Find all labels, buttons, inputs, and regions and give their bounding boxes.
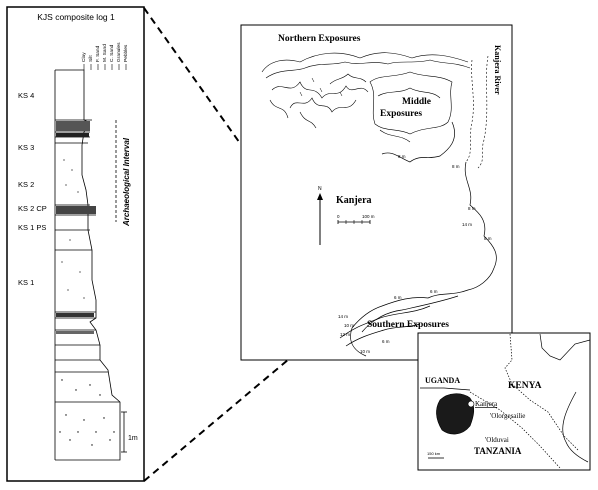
contour-label-6m-c: 6 m bbox=[382, 339, 390, 344]
inset-label-kenya: KENYA bbox=[508, 381, 542, 391]
kanjera-location-marker bbox=[467, 400, 475, 408]
grain-label-granules: Granules bbox=[116, 42, 122, 62]
contour-label-8m-c: 8 m bbox=[468, 206, 476, 211]
unit-label-ks4: KS 4 bbox=[18, 91, 34, 100]
grain-label-pebbles: Pebbles bbox=[123, 44, 129, 62]
interval-label: Archaeological Interval bbox=[122, 137, 131, 227]
regional-inset-map: UGANDA KENYA Kanjera 'Olorgesailie 'Oldu… bbox=[417, 332, 591, 471]
site-map-panel: Northern Exposures Middle Exposures Kanj… bbox=[240, 24, 513, 361]
north-label: N bbox=[318, 186, 322, 192]
log-title: KJS composite log 1 bbox=[37, 12, 115, 22]
connector-line-lower bbox=[143, 305, 353, 482]
grain-label-medium-sand: M. Sand bbox=[102, 44, 108, 62]
inset-scale-label: 150 km bbox=[427, 451, 441, 456]
contour-labels: 8 m 8 m 8 m 14 m 8 m 6 m 6 m 14 m 10 m 1… bbox=[338, 154, 492, 354]
grain-label-silt: Silt bbox=[88, 55, 94, 62]
grain-label-coarse-sand: C. Sand bbox=[109, 44, 115, 62]
grain-size-header: Clay Silt F. Sand M. Sand C. Sand Granul… bbox=[81, 42, 129, 70]
basin-outline bbox=[339, 121, 497, 357]
grain-label-clay: Clay bbox=[81, 52, 87, 62]
middle-exposure-contours bbox=[369, 55, 489, 169]
contour-label-6m-b: 6 m bbox=[430, 289, 438, 294]
unit-label-ks2-cp: KS 2 CP bbox=[18, 204, 47, 213]
label-southern-exposures: Southern Exposures bbox=[367, 320, 449, 330]
unit-label-ks1-ps: KS 1 PS bbox=[18, 223, 46, 232]
inset-label-olduvai: 'Olduvai bbox=[485, 436, 509, 444]
label-middle-line1: Middle bbox=[402, 97, 431, 107]
contour-label-10m-b: 10 m bbox=[360, 349, 370, 354]
site-scale-100m: 100 m bbox=[362, 214, 375, 219]
north-arrow-icon: N bbox=[317, 186, 323, 245]
contour-label-8m-b: 8 m bbox=[452, 164, 460, 169]
inset-label-olorgesailie: 'Olorgesailie bbox=[490, 412, 525, 420]
inset-label-uganda: UGANDA bbox=[425, 376, 460, 385]
contour-label-10m: 10 m bbox=[344, 323, 354, 328]
log-frame bbox=[6, 6, 145, 482]
contour-label-14m-b: 14 m bbox=[338, 314, 348, 319]
contour-label-14m: 14 m bbox=[462, 222, 472, 227]
grain-label-fine-sand: F. Sand bbox=[95, 45, 101, 62]
label-kanjera-site: Kanjera bbox=[336, 195, 372, 206]
site-scale-bar: 0 100 m bbox=[337, 214, 375, 224]
contour-label-12m: 12 m bbox=[340, 332, 350, 337]
unit-label-ks2: KS 2 bbox=[18, 180, 34, 189]
stratigraphic-log-panel: KJS composite log 1 Clay Silt F. Sand M.… bbox=[6, 6, 145, 482]
unit-label-ks1: KS 1 bbox=[18, 278, 34, 287]
label-middle-line2: Exposures bbox=[380, 109, 422, 119]
log-texture bbox=[56, 121, 115, 446]
log-scale-label: 1m bbox=[128, 435, 138, 442]
inset-scale-bar: 150 km bbox=[427, 451, 444, 459]
contour-label-6m-a: 6 m bbox=[394, 295, 402, 300]
northern-exposure-contours bbox=[261, 52, 471, 129]
label-kanjera-river: Kanjera River bbox=[493, 45, 502, 95]
site-map-frame bbox=[240, 24, 513, 361]
inset-label-kanjera: Kanjera bbox=[475, 400, 498, 408]
log-scale-bar: 1m bbox=[121, 411, 138, 453]
site-scale-zero: 0 bbox=[337, 214, 340, 219]
contour-label-8m-a: 8 m bbox=[398, 154, 406, 159]
inset-borders bbox=[420, 333, 591, 469]
contour-label-8m-d: 8 m bbox=[484, 236, 492, 241]
lake-victoria-shape bbox=[436, 393, 475, 435]
unit-label-ks3: KS 3 bbox=[18, 143, 34, 152]
inset-label-tanzania: TANZANIA bbox=[474, 446, 522, 456]
label-northern-exposures: Northern Exposures bbox=[278, 34, 361, 44]
